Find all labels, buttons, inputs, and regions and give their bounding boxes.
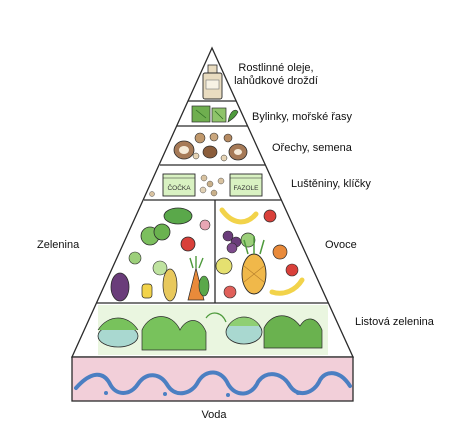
leafy-greens-label: Listová zelenina xyxy=(355,316,435,328)
water-wave xyxy=(74,370,352,396)
oils-label-line1: Rostlinné oleje, xyxy=(238,62,313,74)
bean-jar-label: FAZOLE xyxy=(234,185,260,192)
nuts-icon xyxy=(173,132,248,162)
legume-pile-icon xyxy=(149,174,225,197)
vegetables-label: Zelenina xyxy=(37,239,80,251)
water-band xyxy=(71,356,354,402)
legumes-label: Luštěniny, klíčky xyxy=(291,178,371,190)
vegetables-icon xyxy=(110,207,211,302)
oils-label-line2: lahůdkové droždí xyxy=(234,75,318,87)
bean-jar-icon: FAZOLE xyxy=(229,173,263,197)
fruit-icon xyxy=(215,207,305,299)
nuts-label: Ořechy, semena xyxy=(272,142,353,154)
leafy-greens-icon xyxy=(97,305,328,355)
tier-labels: Rostlinné oleje, lahůdkové droždí Bylink… xyxy=(37,62,435,421)
water-pink-band xyxy=(71,356,354,402)
herbs-label: Bylinky, mořské řasy xyxy=(252,111,353,123)
herbs-icon xyxy=(191,105,239,123)
water-label: Voda xyxy=(201,409,227,421)
oil-bottle-icon xyxy=(202,64,223,100)
lentil-jar-label: ČOČKA xyxy=(167,183,191,192)
lentil-jar-icon: ČOČKA xyxy=(162,173,196,197)
fruit-label: Ovoce xyxy=(325,239,357,251)
